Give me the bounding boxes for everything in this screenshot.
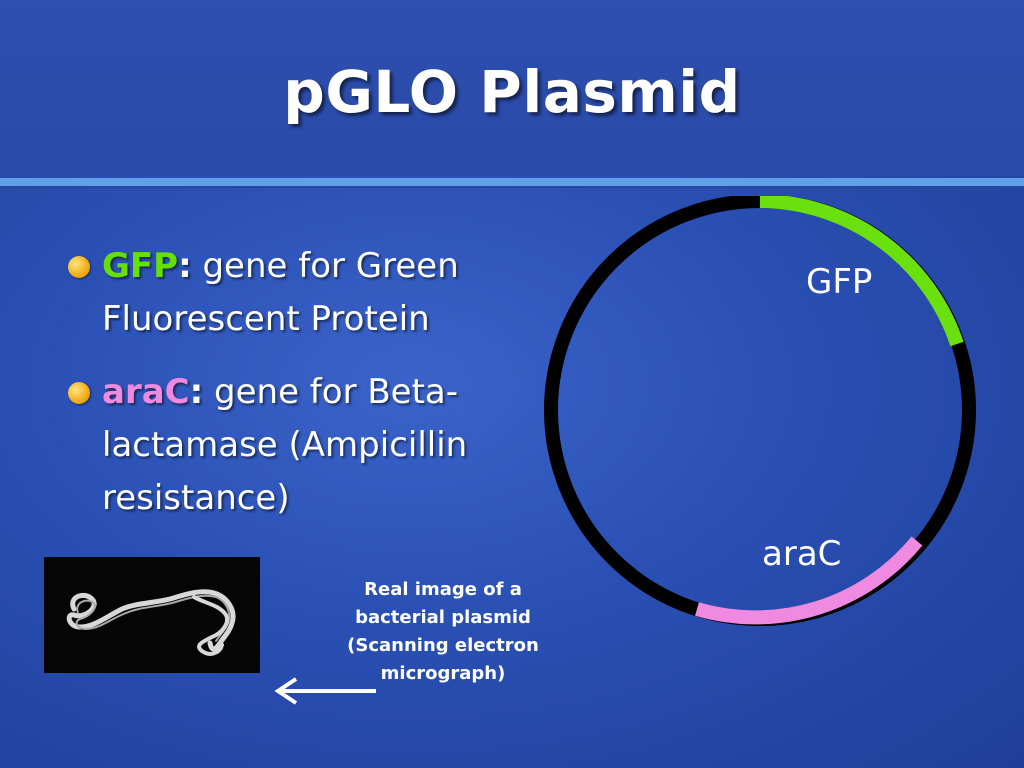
gfp-label: GFP [806,262,873,302]
arac-label: araC [762,534,842,574]
title-band [0,0,1024,176]
bullet-gfp-text: gene for Green Fluorescent Protein [102,246,459,339]
plasmid-micrograph-image [44,557,260,673]
bullet-list: GFP: gene for Green Fluorescent Protein … [62,240,532,545]
bullet-arac-text: gene for Beta-lactamase (Ampicillin resi… [102,372,468,518]
caption-line: bacterial plasmid [355,607,531,628]
caption-line: Real image of a [364,579,522,600]
bullet-dot-icon [68,256,90,278]
bullet-gfp-colon: : [178,246,192,286]
title-divider-shadow [0,186,1024,188]
bullet-arac-colon: : [189,372,204,412]
arac-segment [695,536,923,625]
gfp-segment [759,194,964,347]
bullet-arac: araC: gene for Beta-lactamase (Ampicilli… [62,366,532,525]
slide-title: pGLO Plasmid [283,58,741,126]
caption-line: micrograph) [380,663,506,684]
left-arrow-icon [270,676,382,706]
micrograph-caption: Real image of a bacterial plasmid (Scann… [318,576,568,688]
bullet-dot-icon [68,382,90,404]
title-divider [0,178,1024,186]
bullet-arac-term: araC [102,372,190,412]
caption-line: (Scanning electron [347,635,539,656]
plasmid-diagram [536,194,984,636]
bullet-gfp: GFP: gene for Green Fluorescent Protein [62,240,532,346]
bullet-gfp-term: GFP [102,246,179,286]
